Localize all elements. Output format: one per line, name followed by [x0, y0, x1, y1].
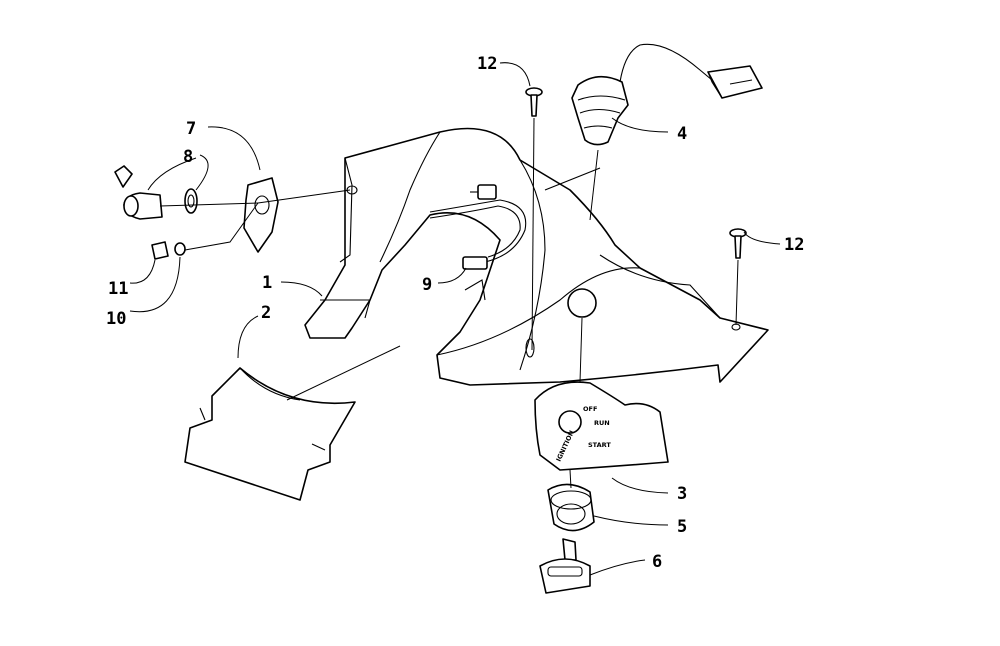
wire-harness	[429, 184, 527, 270]
plate-start-label: START	[588, 441, 611, 449]
screw-top	[525, 87, 543, 351]
ignition-plate: OFF RUN START IGNITION	[534, 381, 669, 471]
screw-right	[729, 228, 747, 326]
leader-switch	[589, 149, 599, 221]
cap-and-grommet	[151, 202, 259, 260]
leader-plate	[579, 317, 583, 383]
ignition-nut	[547, 483, 595, 532]
leader-5	[593, 515, 669, 526]
callout-5: 5	[677, 517, 687, 537]
callout-8: 8	[183, 147, 193, 167]
light-housing	[114, 165, 351, 220]
ignition-switch	[571, 43, 763, 146]
callout-3: 3	[677, 484, 687, 504]
leader-2	[237, 315, 259, 359]
console-housing	[304, 127, 769, 386]
plate-run-label: RUN	[594, 419, 610, 427]
leader-10	[129, 256, 181, 313]
callout-10: 10	[106, 309, 126, 329]
gasket	[243, 177, 279, 253]
callout-6: 6	[652, 552, 662, 572]
callout-1: 1	[262, 273, 272, 293]
leader-11	[129, 259, 156, 284]
leader-9	[437, 267, 467, 284]
callout-12-top: 12	[477, 54, 497, 74]
callout-7: 7	[186, 119, 196, 139]
leader-1	[280, 281, 323, 297]
leader-8a	[195, 154, 209, 191]
callout-4: 4	[677, 124, 687, 144]
leader-12a	[499, 62, 531, 87]
ignition-key	[539, 538, 591, 594]
callout-11: 11	[108, 279, 128, 299]
callout-12-right: 12	[784, 235, 804, 255]
leader-7	[207, 126, 261, 171]
leader-3	[611, 477, 669, 494]
leader-nut	[569, 469, 572, 489]
leader-8b	[147, 157, 197, 191]
callout-2: 2	[261, 303, 271, 323]
leader-4	[611, 117, 669, 133]
leader-12b	[743, 231, 781, 245]
plate-off-label: OFF	[583, 405, 597, 413]
callout-9: 9	[422, 275, 432, 295]
leader-6	[589, 559, 646, 576]
lower-cover	[184, 345, 401, 501]
